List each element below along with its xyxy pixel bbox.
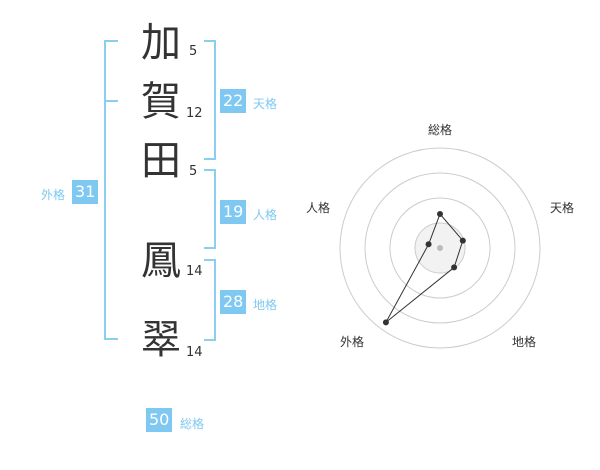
stroke-count-5: 14 <box>186 345 203 360</box>
soukaku-value: 50 <box>146 408 173 432</box>
radar-point-2 <box>451 264 458 271</box>
radar-polygon <box>385 213 464 323</box>
tenkaku-value: 22 <box>220 89 247 113</box>
radar-ring-4 <box>339 147 541 349</box>
chikaku-bracket <box>204 259 216 341</box>
jinkaku-bracket <box>204 169 216 249</box>
gaikaku-value: 31 <box>72 180 99 204</box>
radar-point-3 <box>382 319 389 326</box>
radar-axis-label-tenkaku: 天格 <box>550 200 574 215</box>
name-char-5: 翠 <box>141 317 181 363</box>
jinkaku-label: 人格 <box>253 208 278 222</box>
chikaku-value: 28 <box>220 290 247 314</box>
soukaku-label: 総格 <box>180 417 205 431</box>
radar-point-1 <box>459 237 466 244</box>
radar-axis-label-gaikaku: 外格 <box>340 334 364 349</box>
stroke-count-3: 5 <box>189 164 198 179</box>
stroke-count-1: 5 <box>189 44 198 59</box>
chikaku-label: 地格 <box>253 298 278 312</box>
jinkaku-value: 19 <box>220 200 247 224</box>
name-char-1: 加 <box>141 20 181 66</box>
name-char-2: 賀 <box>141 79 181 125</box>
radar-ring-3 <box>364 172 516 324</box>
radar-axis-label-chikaku: 地格 <box>512 334 536 349</box>
stroke-count-4: 14 <box>186 264 203 279</box>
radar-axis-label-soukaku: 総格 <box>428 122 452 137</box>
name-char-3: 田 <box>141 138 181 184</box>
outer-bracket-tick <box>104 100 118 102</box>
radar-point-4 <box>425 241 432 248</box>
stroke-count-2: 12 <box>186 106 203 121</box>
tenkaku-bracket <box>204 40 216 160</box>
radar-axis-label-jinkaku: 人格 <box>306 200 330 215</box>
radar-center-dot <box>437 245 443 251</box>
gaikaku-label: 外格 <box>41 188 66 202</box>
radar-ring-2 <box>389 197 491 299</box>
tenkaku-label: 天格 <box>253 97 278 111</box>
radar-point-0 <box>437 211 443 217</box>
outer-bracket <box>104 40 118 340</box>
name-char-4: 鳳 <box>141 238 181 284</box>
